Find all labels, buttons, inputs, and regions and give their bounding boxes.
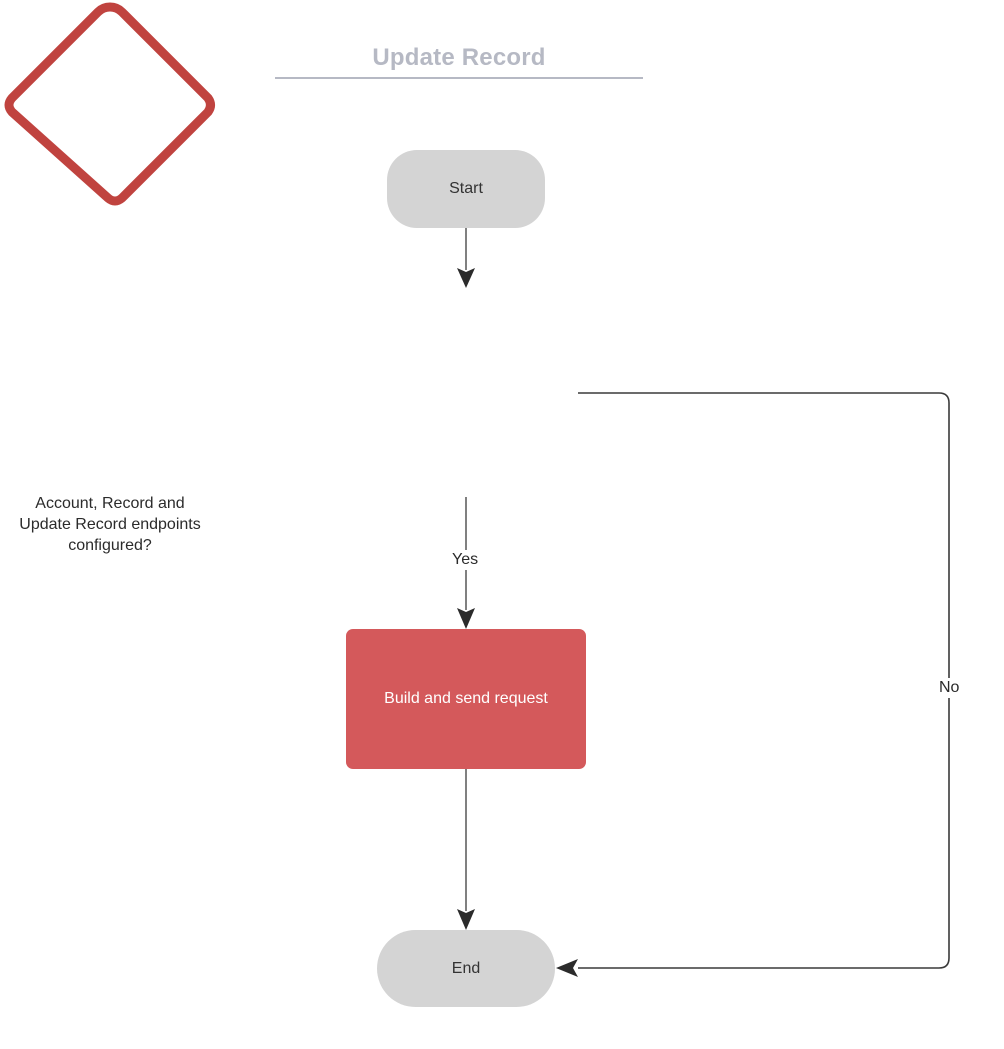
node-decision[interactable]: Account, Record and Update Record endpoi… (0, 0, 220, 554)
node-process-label: Build and send request (384, 690, 548, 707)
edge-label-no: No (935, 678, 964, 698)
title-underline (275, 77, 643, 79)
node-process[interactable]: Build and send request (346, 629, 586, 769)
page-title: Update Record (372, 44, 546, 71)
edge-start-to-decision (457, 228, 475, 288)
edge-label-yes: Yes (448, 550, 483, 570)
diamond-shape (4, 2, 215, 206)
node-end[interactable]: End (377, 930, 555, 1007)
node-start-label: Start (449, 180, 483, 198)
edge-process-to-end (457, 769, 475, 930)
node-start[interactable]: Start (387, 150, 545, 228)
edge-decision-no (556, 392, 950, 977)
node-decision-label: Account, Record and Update Record endpoi… (19, 494, 201, 555)
node-end-label: End (451, 959, 481, 977)
